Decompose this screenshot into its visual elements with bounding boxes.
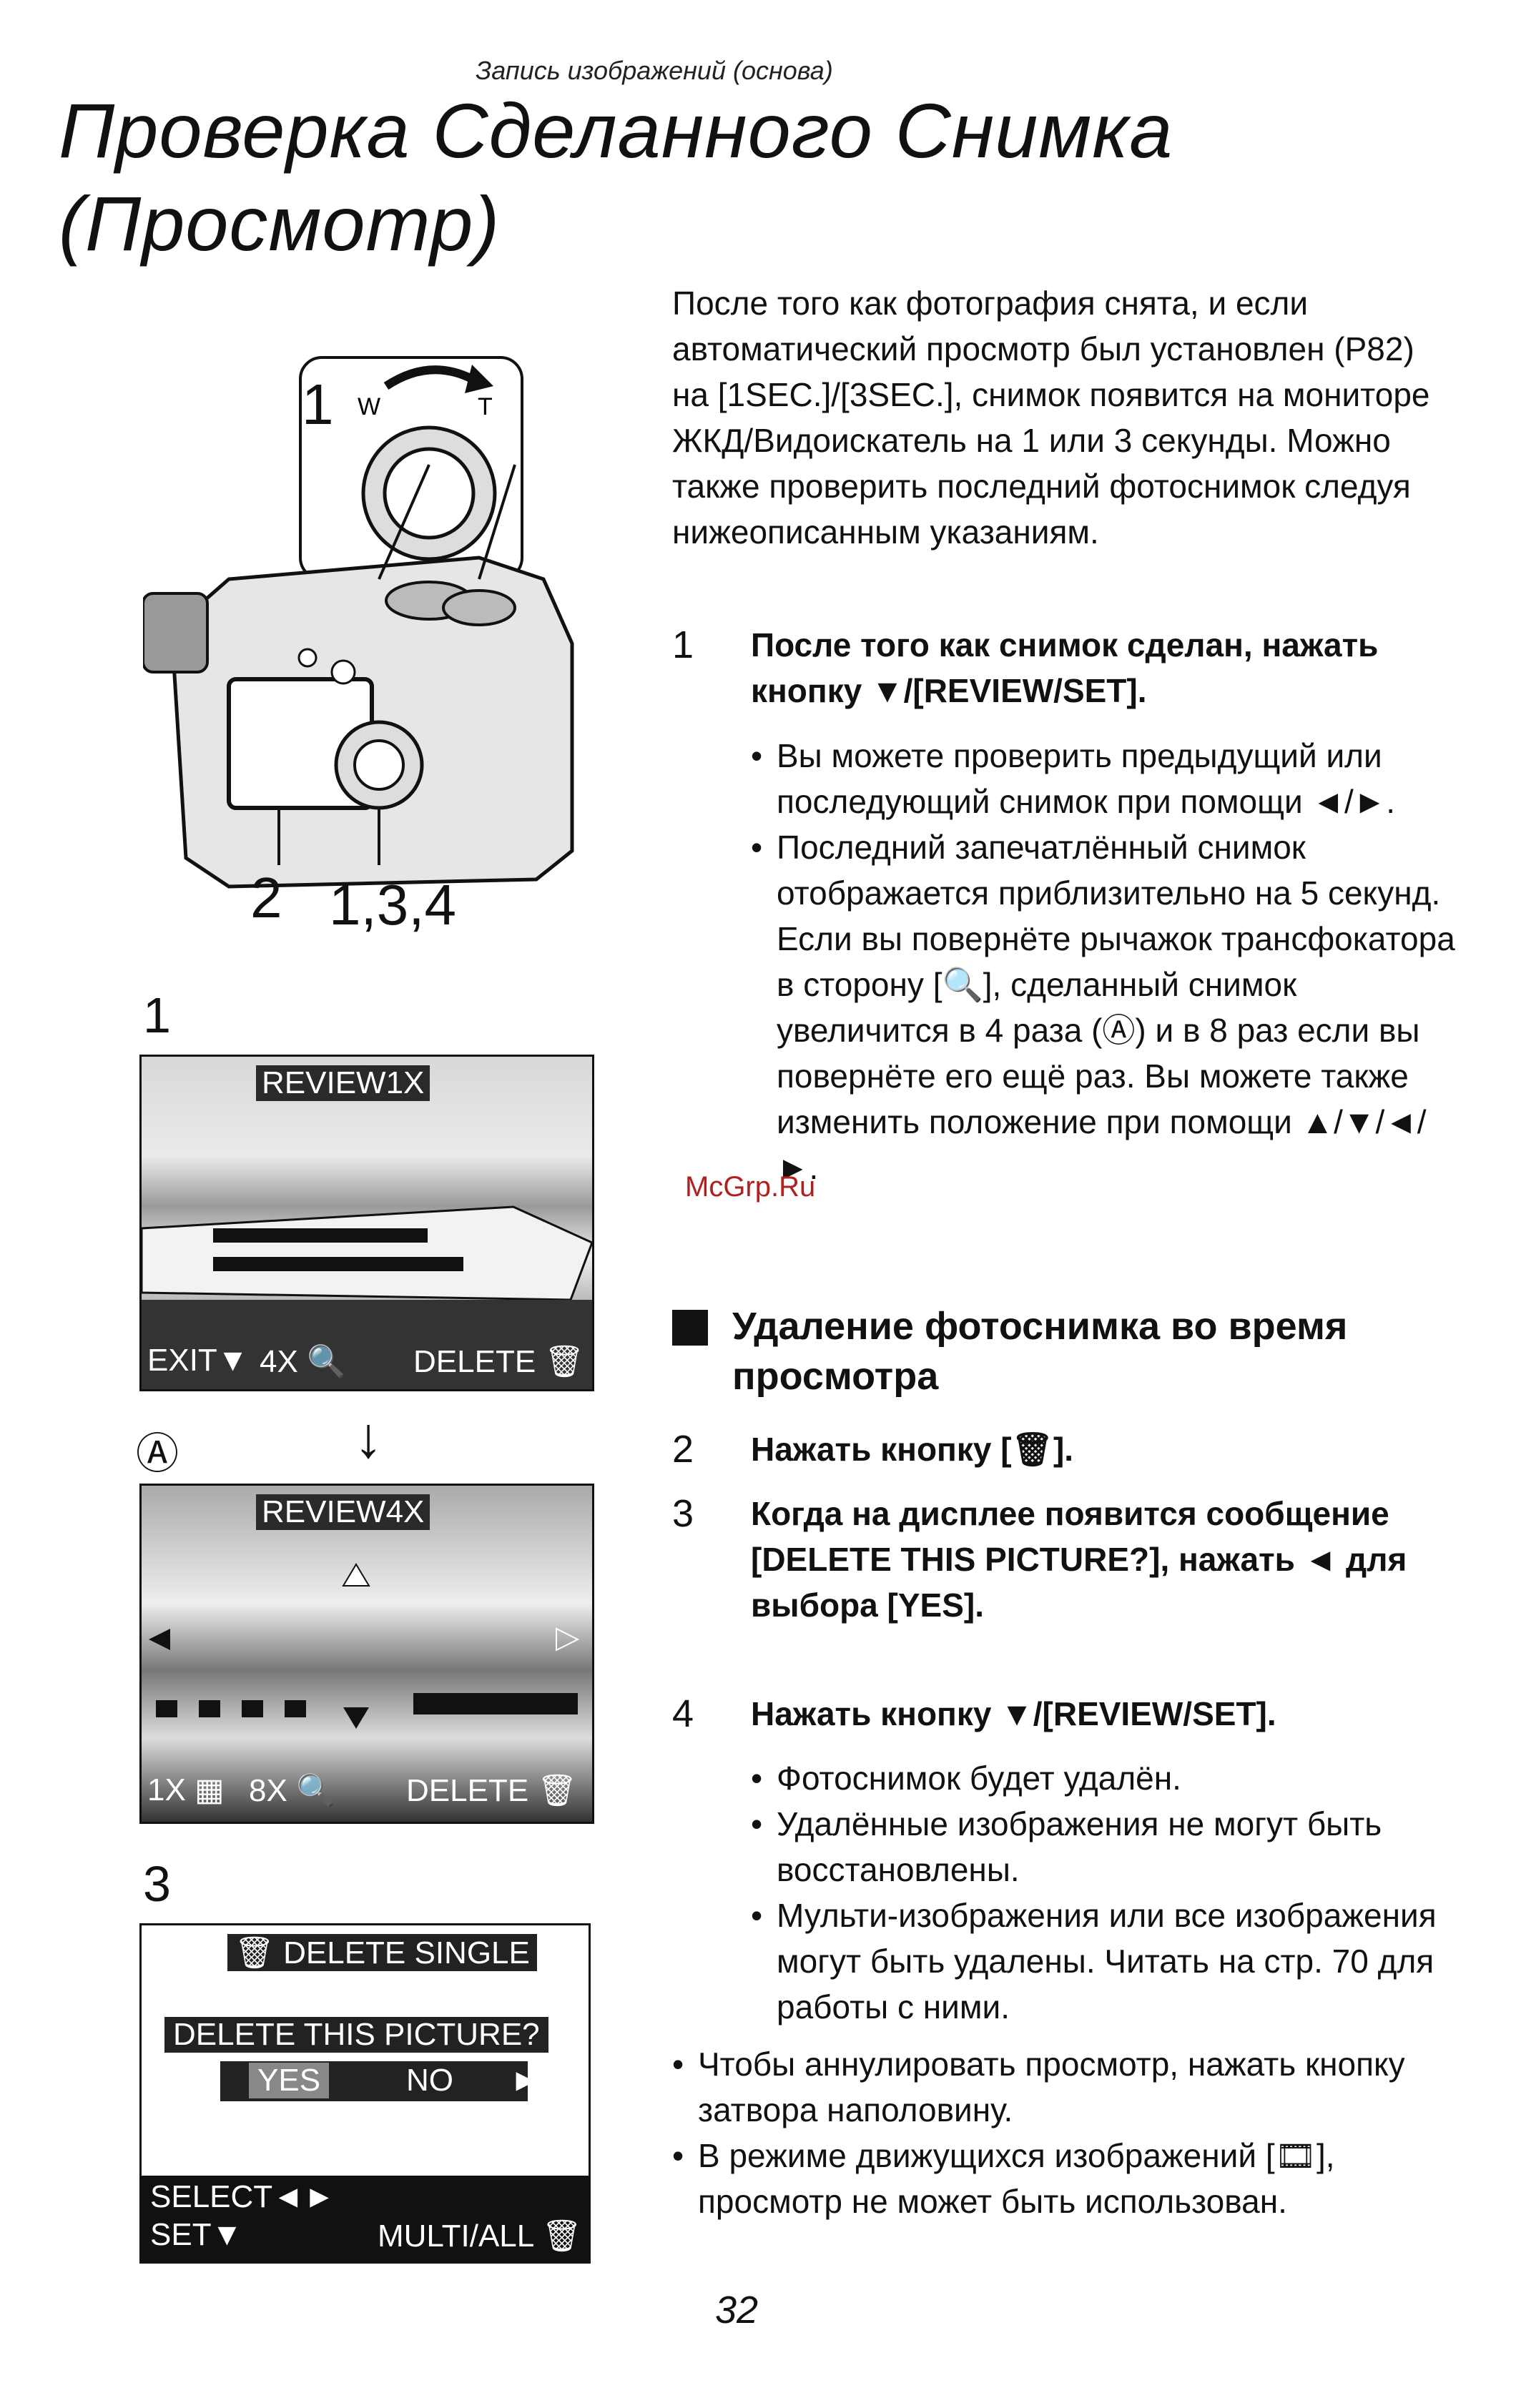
- magnify-icon: 🔍: [287, 1773, 335, 1808]
- step4-bullets: Фотоснимок будет удалён. Удалённые изобр…: [751, 1755, 1459, 2030]
- step-2: 2 Нажать кнопку [🗑].: [672, 1426, 1444, 1476]
- zoom-8x-label: 8X 🔍: [249, 1772, 335, 1809]
- intro-paragraph: После того как фотография снята, и если …: [672, 285, 1430, 551]
- camera-illustration: W T 1 2 1,3,4: [142, 343, 601, 937]
- figure-1-number: 1: [143, 987, 171, 1043]
- step-number: 1: [672, 623, 694, 666]
- right-arrow-icon: ►: [510, 2063, 541, 2098]
- zoom-1x-label: 1X ▦: [147, 1772, 225, 1808]
- trash-icon: 🗑: [536, 1344, 585, 1379]
- page-number: 32: [715, 2289, 759, 2331]
- delete-question: DELETE THIS PICTURE?: [164, 2017, 548, 2053]
- svg-text:W: W: [358, 393, 380, 420]
- bottom-bar: [142, 2176, 589, 2261]
- grid-icon: ▦: [185, 1772, 225, 1807]
- heading-square-icon: [672, 1310, 708, 1346]
- yes-option[interactable]: YES: [249, 2063, 330, 2098]
- step-text: Нажать кнопку [🗑].: [751, 1431, 1074, 1468]
- zoom-4x-label: 4X 🔍: [260, 1343, 346, 1380]
- section-header: Запись изображений (основа): [476, 56, 833, 85]
- note-item: В режиме движущихся изображений [🎞], про…: [672, 2133, 1459, 2224]
- notes-list: Чтобы аннулировать просмотр, нажать кноп…: [672, 2041, 1459, 2224]
- note-item: Чтобы аннулировать просмотр, нажать кноп…: [672, 2041, 1459, 2133]
- delete-confirm-screen: 🗑 DELETE SINGLE DELETE THIS PICTURE? YES…: [139, 1923, 591, 2264]
- bullet-item: Фотоснимок будет удалён.: [751, 1755, 1459, 1801]
- bullet-item: Мульти-изображения или все изображения м…: [751, 1893, 1459, 2030]
- left-right-icon: ◄►: [272, 2179, 335, 2214]
- review-1x-label: REVIEW1X: [256, 1065, 430, 1101]
- trash-icon: 🗑: [235, 1935, 284, 1970]
- trash-icon: 🗑: [533, 2219, 582, 2254]
- ship-photo: [142, 1205, 592, 1389]
- zoom-4x-text: 4X: [260, 1344, 298, 1379]
- zoom-8x-text: 8X: [249, 1773, 287, 1808]
- delete-single-text: DELETE SINGLE: [283, 1935, 530, 1970]
- bullet-item: Вы можете проверить предыдущий или после…: [751, 733, 1459, 824]
- review-screen-4x: REVIEW4X 1X ▦ 8X 🔍 DELETE 🗑: [139, 1484, 594, 1824]
- review-4x-label: REVIEW4X: [256, 1494, 430, 1530]
- multi-all-label: MULTI/ALL 🗑: [378, 2217, 582, 2254]
- step-number: 3: [672, 1492, 694, 1535]
- review-screen-1x: REVIEW1X EXIT▼ 4X 🔍 DELETE 🗑: [139, 1055, 594, 1391]
- watermark: McGrp.Ru: [685, 1171, 816, 1203]
- step-number: 2: [672, 1428, 694, 1471]
- delete-label: DELETE 🗑: [413, 1343, 584, 1380]
- svg-text:T: T: [478, 393, 493, 420]
- step-3: 3 Когда на дисплее появится сообщение [D…: [672, 1491, 1444, 1677]
- delete-text-2: DELETE: [406, 1773, 529, 1808]
- delete-label-2: DELETE 🗑: [406, 1772, 577, 1809]
- multi-all-text: MULTI/ALL: [378, 2219, 533, 2254]
- no-option[interactable]: NO: [406, 2063, 453, 2098]
- page-title-line2: (Просмотр): [59, 179, 501, 267]
- step-4: 4 Нажать кнопку ▼/[REVIEW/SET].: [672, 1691, 1444, 1741]
- figure-3-number: 3: [143, 1856, 171, 1912]
- trash-icon: 🗑: [528, 1773, 578, 1808]
- marker-a: Ⓐ: [136, 1430, 179, 1478]
- page-title-line1: Проверка Сделанного Снимка: [59, 87, 1173, 174]
- step1-bullets: Вы можете проверить предыдущий или после…: [751, 733, 1459, 1190]
- page-title: Проверка Сделанного Снимка (Просмотр): [59, 84, 1173, 270]
- step-text: Когда на дисплее появится сообщение [DEL…: [751, 1495, 1407, 1624]
- callout-1-label: 1: [302, 372, 334, 436]
- exit-label: EXIT▼: [147, 1343, 249, 1378]
- bullet-item: Удалённые изображения не могут быть восс…: [751, 1801, 1459, 1893]
- callout-2-label: 2: [250, 866, 282, 929]
- set-label: SET▼: [150, 2217, 243, 2252]
- zoom-1x-text: 1X: [147, 1772, 186, 1807]
- select-text: SELECT: [150, 2179, 273, 2214]
- subsection-text: Удаление фотоснимка во время просмотра: [732, 1305, 1348, 1398]
- select-label: SELECT◄►: [150, 2179, 335, 2215]
- step-text: Нажать кнопку ▼/[REVIEW/SET].: [751, 1695, 1276, 1732]
- step-number: 4: [672, 1692, 694, 1735]
- zoomed-photo: [149, 1563, 580, 1729]
- step-1: 1 После того как снимок сделан, нажать к…: [672, 622, 1444, 722]
- bullet-item: Последний запечатлённый снимок отображае…: [751, 824, 1459, 1190]
- camera-drawing: W T: [142, 356, 574, 889]
- delete-text: DELETE: [413, 1344, 536, 1379]
- down-arrow: ↓: [354, 1406, 383, 1469]
- step-text: После того как снимок сделан, нажать кно…: [751, 626, 1379, 709]
- callout-134-label: 1,3,4: [329, 873, 456, 937]
- delete-single-title: 🗑 DELETE SINGLE: [227, 1934, 537, 1971]
- magnify-icon: 🔍: [297, 1344, 346, 1379]
